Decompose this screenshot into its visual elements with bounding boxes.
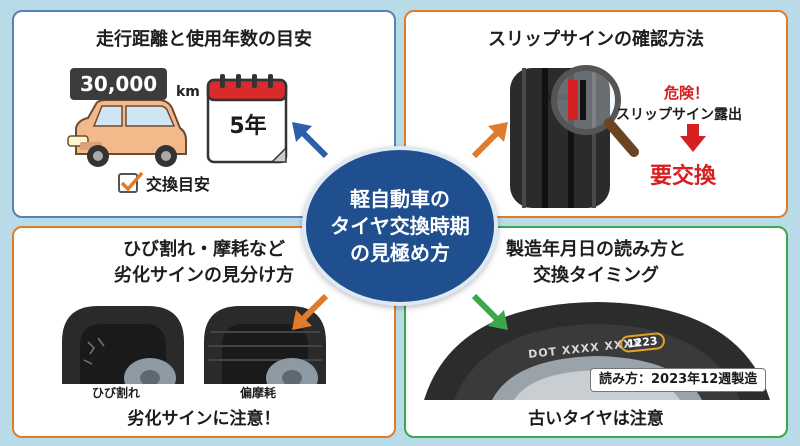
check-row: 交換目安	[118, 170, 210, 196]
reading-explanation: 読み方：2023年12週製造	[590, 368, 767, 392]
arrow-up-left-icon	[292, 122, 329, 159]
deterioration-warning: 劣化サインに注意！	[127, 409, 281, 429]
center-title-line1: 軽自動車の	[350, 186, 450, 211]
checkbox-icon	[118, 171, 144, 193]
panel-title: 走行距離と使用年数の目安	[96, 29, 312, 50]
panel-title-line1: 製造年月日の読み方と	[506, 239, 686, 260]
check-label: 交換目安	[146, 175, 211, 194]
crack-label: ひび割れ	[92, 386, 141, 400]
panel-title: スリップサインの確認方法	[488, 29, 704, 50]
arrow-down-right-icon	[471, 293, 508, 330]
mileage-counter: 30,000	[70, 68, 168, 100]
center-title-line3: の見極め方	[350, 240, 450, 265]
danger-text: 危険！	[664, 84, 710, 102]
arrow-up-right-icon	[471, 122, 508, 159]
slip-sign-exposed-text: スリップサイン露出	[616, 107, 742, 123]
center-title-line2: タイヤ交換時期	[330, 213, 470, 238]
replace-required-text: 要交換	[650, 164, 717, 189]
panel-title-line2: 交換タイミング	[533, 265, 659, 286]
calendar-icon	[206, 74, 288, 164]
center-title: 軽自動車の タイヤ交換時期 の見極め方	[302, 146, 498, 306]
mileage-unit: km	[176, 84, 200, 100]
panel-title-line2: 劣化サインの見分け方	[114, 265, 294, 286]
panel-title-line1: ひび割れ・摩耗など	[123, 239, 285, 260]
arrow-down-icon	[680, 124, 706, 152]
uneven-wear-label: 偏摩耗	[240, 386, 277, 400]
panel-mileage-years: 走行距離と使用年数の目安	[12, 10, 396, 218]
arrow-down-left-icon	[292, 293, 329, 330]
calendar-years: 5年	[229, 114, 267, 139]
car-icon	[67, 100, 187, 167]
magnifier-icon	[551, 65, 639, 157]
old-tire-warning: 古いタイヤは注意	[528, 409, 664, 429]
cracked-tire-icon	[62, 306, 184, 384]
